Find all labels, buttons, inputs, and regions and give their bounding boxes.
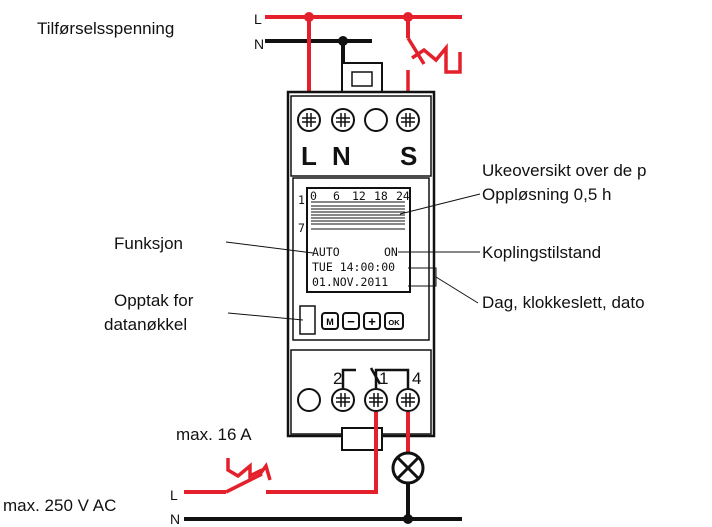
lcd-mode: AUTO: [312, 245, 340, 259]
bottom-N-wire-label: N: [170, 511, 180, 527]
callouts: Tilførselsspenning Funksjon Opptak for d…: [3, 19, 646, 515]
bottom-L-wire-label: L: [170, 487, 178, 503]
leader-key-slot: [227, 312, 304, 321]
lcd-display: [306, 187, 411, 293]
junction-S: [403, 12, 413, 22]
terminal-label-1: 1: [379, 369, 388, 388]
empty-bottom-terminal-icon: [297, 388, 321, 412]
bottom-load-wires: L N: [170, 412, 462, 527]
terminal-label-L: L: [301, 141, 317, 171]
junction-lamp-N: [403, 514, 413, 524]
bottom-rail-clip: [341, 427, 383, 451]
day-scale-top: 1: [298, 193, 305, 207]
bottom-phase-line: [266, 412, 378, 494]
scale-tick-6: 6: [333, 189, 340, 203]
label-function: Funksjon: [114, 234, 183, 253]
junction-N: [338, 36, 348, 46]
top-supply-wires: L N: [254, 11, 462, 92]
leader-week-overview: [399, 193, 481, 215]
junction-L: [304, 12, 314, 22]
scale-tick-24: 24: [396, 189, 410, 203]
minus-button[interactable]: −: [342, 312, 360, 330]
label-key-slot-2: datanøkkel: [104, 315, 187, 334]
label-week-overview-2: Oppløsning 0,5 h: [482, 185, 611, 204]
relay-contact-symbol: [341, 367, 410, 388]
leader-function: [225, 241, 314, 254]
menu-button[interactable]: M: [321, 312, 339, 330]
plus-button[interactable]: +: [363, 312, 381, 330]
label-week-overview-1: Ukeoversikt over de p: [482, 161, 646, 180]
leader-day-time-date: [435, 276, 479, 304]
week-overview-bars: [311, 205, 405, 225]
terminal-label-4: 4: [412, 369, 421, 388]
terminal-screw-4-icon: [396, 388, 420, 412]
terminal-screw-L-icon: [297, 108, 321, 132]
terminal-label-N: N: [332, 141, 351, 171]
minus-button-label: −: [347, 314, 355, 329]
scale-tick-0: 0: [310, 189, 317, 203]
day-scale-bottom: 7: [298, 221, 305, 235]
scale-tick-18: 18: [374, 189, 388, 203]
terminal-screw-1-icon: [364, 388, 388, 412]
terminal-screw-2-icon: [331, 388, 355, 412]
lcd-date: 01.NOV.2011: [312, 275, 388, 289]
terminal-screw-S-icon: [396, 108, 420, 132]
label-key-slot-1: Opptak for: [114, 291, 194, 310]
label-supply-voltage: Tilførselsspenning: [37, 19, 174, 38]
terminal-label-2: 2: [333, 369, 342, 388]
timer-device: L N S 0 6 12 18 24 1 7 AUTO ON TUE 14:00…: [286, 62, 436, 451]
ok-button[interactable]: OK: [384, 312, 404, 330]
external-switch-symbol: [406, 37, 462, 92]
terminal-label-S: S: [400, 141, 417, 171]
plus-button-label: +: [368, 314, 376, 329]
lcd-switch-state: ON: [384, 245, 398, 259]
lamp-icon: [391, 451, 425, 485]
scale-tick-12: 12: [352, 189, 366, 203]
top-L-wire-label: L: [254, 11, 262, 27]
ok-button-label: OK: [388, 318, 400, 327]
label-switch-state: Koplingstilstand: [482, 243, 601, 262]
empty-terminal-icon: [364, 108, 388, 132]
menu-button-label: M: [326, 317, 334, 327]
terminal-screw-N-icon: [331, 108, 355, 132]
lcd-day-time: TUE 14:00:00: [312, 260, 395, 274]
label-max-current: max. 16 A: [176, 425, 252, 444]
top-N-wire-label: N: [254, 36, 264, 52]
label-day-time-date: Dag, klokkeslett, dato: [482, 293, 645, 312]
bottom-switch-symbol: [225, 458, 272, 494]
label-max-voltage: max. 250 V AC: [3, 496, 116, 515]
